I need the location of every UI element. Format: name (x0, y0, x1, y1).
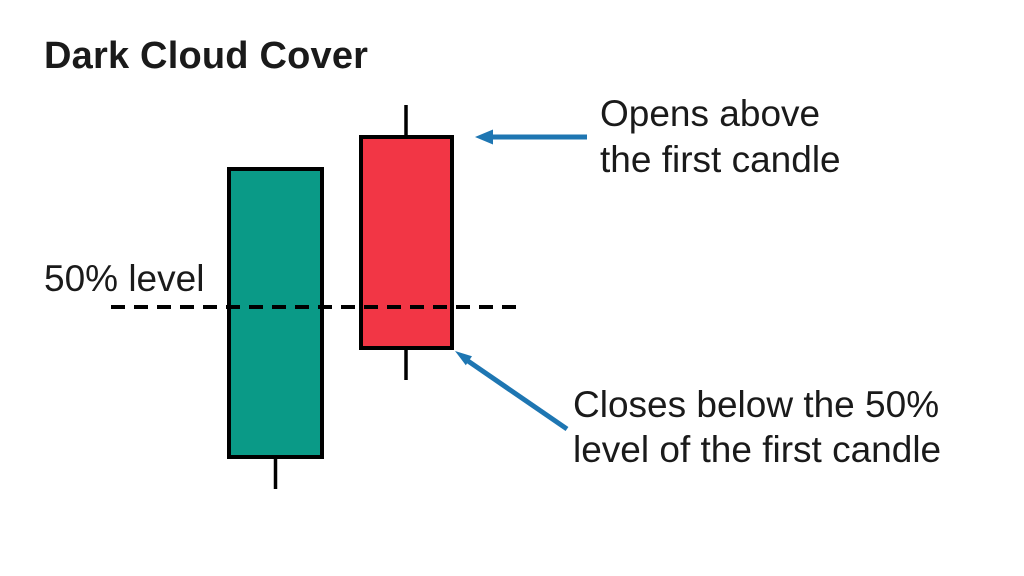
first-candle-body (227, 167, 324, 459)
opens-annotation-line2: the first candle (600, 139, 841, 180)
closes-annotation-line2: level of the first candle (573, 429, 942, 470)
first-candle (227, 167, 324, 489)
closes-arrow-head-icon (455, 351, 472, 366)
closes-annotation: Closes below the 50% level of the first … (573, 382, 941, 472)
page-title: Dark Cloud Cover (44, 35, 369, 77)
opens-annotation: Opens above the first candle (600, 91, 841, 183)
closes-arrow-shaft (466, 358, 569, 432)
closes-annotation-line1: Closes below the 50% (573, 384, 940, 425)
opens-arrow-head-icon (475, 129, 493, 145)
closes-arrow (455, 351, 569, 432)
opens-annotation-line1: Opens above (600, 93, 821, 134)
second-candle-body (359, 135, 454, 350)
second-candle (359, 105, 454, 380)
opens-arrow (475, 129, 587, 145)
fifty-percent-level-label: 50% level (44, 258, 205, 299)
